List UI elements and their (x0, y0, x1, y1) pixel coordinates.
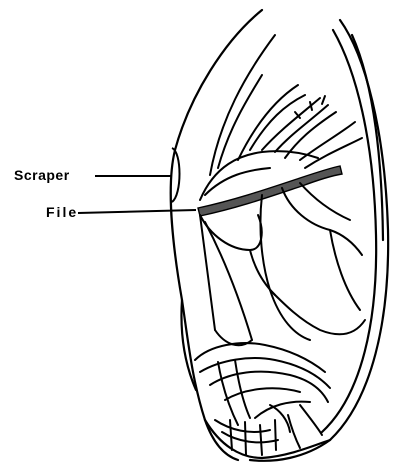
vein-net-1 (215, 420, 270, 432)
file-band (198, 166, 342, 216)
vein-lower-4 (225, 388, 300, 400)
vein-net-5 (260, 425, 262, 455)
vein-lower-6 (218, 362, 238, 425)
vein-net-9 (270, 405, 290, 432)
wing-veins (195, 35, 365, 455)
vein-lower-5 (235, 360, 250, 418)
vein-net-6 (275, 420, 276, 450)
vein-top-3 (238, 85, 298, 160)
vein-net-8 (300, 405, 322, 435)
vein-cell-10 (330, 230, 360, 310)
file-label: File (46, 205, 78, 219)
file-structure (198, 166, 342, 216)
vein-cell-3 (282, 188, 362, 255)
vein-branch-8 (305, 138, 362, 168)
vein-top-4 (250, 95, 305, 150)
vein-net-4 (245, 422, 246, 455)
vein-cell-7 (205, 222, 252, 340)
file-leader-line (78, 210, 196, 213)
vein-net-3 (230, 420, 232, 450)
vein-cell-4 (300, 183, 350, 220)
scraper-label: Scraper (14, 168, 70, 182)
vein-branch-5 (310, 102, 312, 110)
vein-branch-6 (322, 96, 325, 104)
